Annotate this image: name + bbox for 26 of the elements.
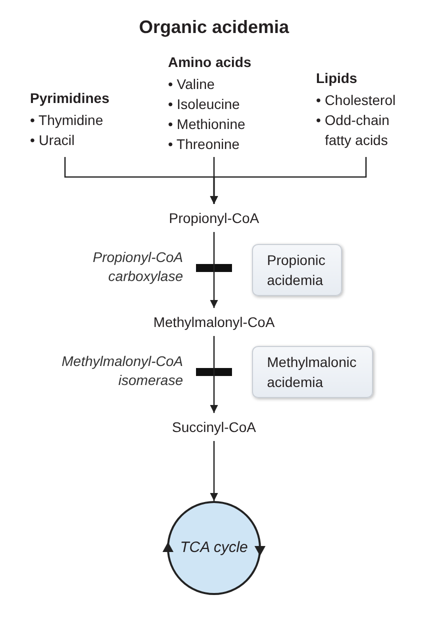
enzyme-label: Propionyl-CoA carboxylase — [92, 248, 183, 286]
arrow — [210, 157, 367, 204]
list-item: • Isoleucine — [168, 95, 240, 114]
arrow — [210, 336, 218, 413]
disease-box — [252, 244, 342, 296]
metabolite-label: Succinyl-CoA — [172, 418, 256, 437]
list-item: • Valine — [168, 75, 215, 94]
arrow — [210, 441, 218, 501]
metabolite-label: Methylmalonyl-CoA — [153, 313, 275, 332]
list-item: • Methionine — [168, 115, 246, 134]
arrow — [210, 232, 218, 308]
diagram-title: Organic acidemia — [138, 16, 290, 38]
list-item: • Uracil — [30, 131, 75, 150]
metabolite-label: Propionyl-CoA — [168, 209, 260, 228]
category-heading: Pyrimidines — [30, 89, 110, 108]
list-item: • Threonine — [168, 135, 240, 154]
list-item: • Odd-chain fatty acids — [316, 111, 390, 150]
disease-box — [252, 346, 373, 398]
category-heading: Amino acids — [168, 53, 252, 72]
category-heading: Lipids — [316, 69, 358, 88]
list-item: • Cholesterol — [316, 91, 396, 110]
enzyme-label: Methylmalonyl-CoA isomerase — [60, 352, 183, 390]
cycle-label: TCA cycle — [180, 539, 248, 557]
disease-label: Methylmalonic acidemia — [267, 353, 358, 392]
list-item: • Thymidine — [30, 111, 104, 130]
disease-label: Propionic acidemia — [267, 251, 326, 290]
